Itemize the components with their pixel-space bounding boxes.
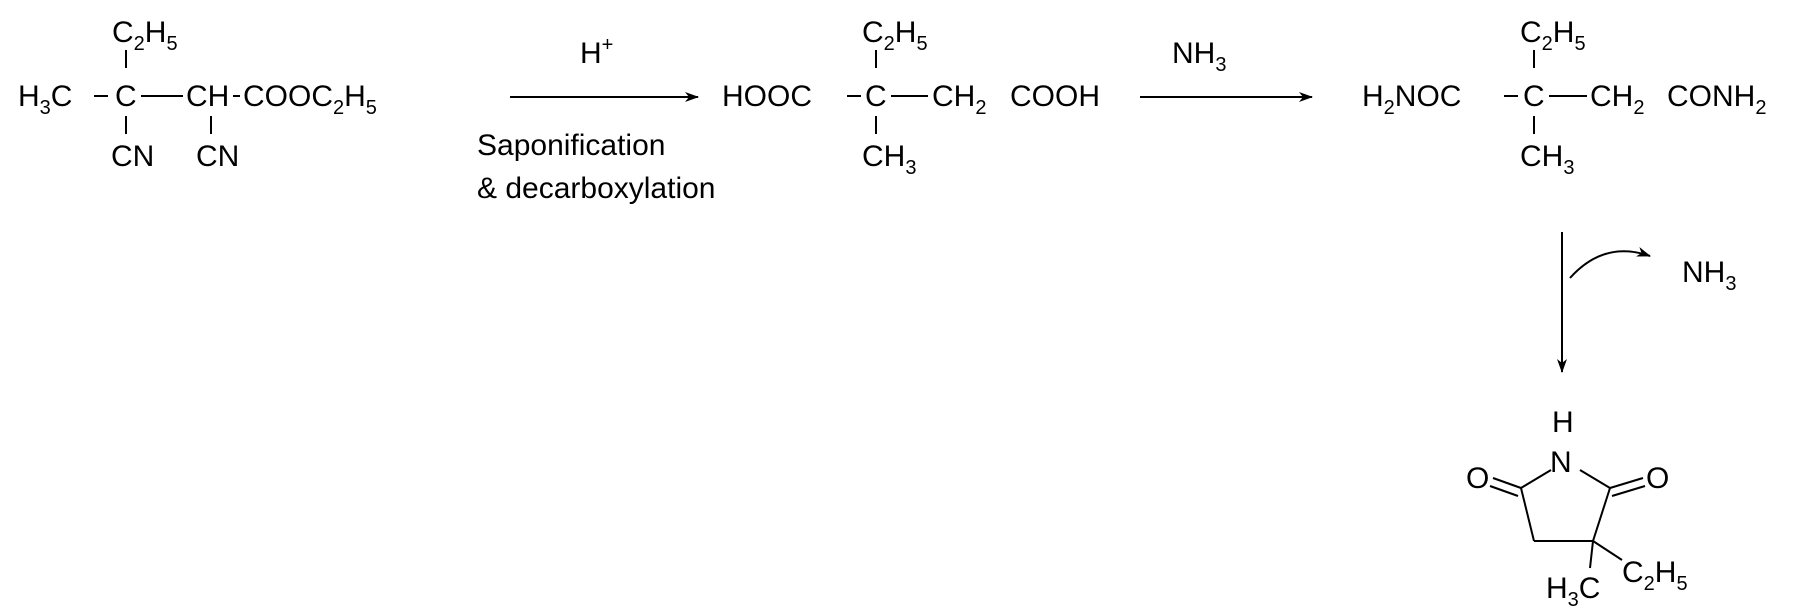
step3-elimination-arrow	[1569, 247, 1651, 279]
m4-nh-hydrogen: H	[1552, 406, 1574, 439]
m4-carbonyl-left-bond-1	[1492, 477, 1522, 489]
m4-bond-n-c2	[1520, 469, 1552, 489]
m4-carbonyl-right-bond-2	[1611, 485, 1646, 497]
step3-byproduct-ammonia: NH3	[1682, 256, 1736, 295]
step-1: H+ Saponification & decarboxylation	[477, 34, 715, 205]
m1-cyano-2: CN	[196, 140, 239, 173]
m1-quaternary-carbon: C	[115, 80, 137, 113]
m2-ethyl-group: C2H5	[862, 16, 928, 55]
m1-cyano-1: CN	[111, 140, 154, 173]
step1-condition-decarboxylation: & decarboxylation	[477, 172, 715, 205]
m4-carbonyl-oxygen-right: O	[1646, 462, 1669, 495]
m4-bond-c4-c5	[1592, 487, 1611, 542]
m1-ethyl-group: C2H5	[112, 16, 178, 55]
molecule-4-succinimide: H N O O C2H5 H3C	[1466, 406, 1688, 611]
m4-bond-ethyl	[1592, 540, 1623, 561]
m3-amide-left: H2NOC	[1362, 80, 1461, 119]
m3-ethyl-group: C2H5	[1520, 16, 1586, 55]
m3-amide-right: CONH2	[1667, 80, 1766, 119]
m2-carboxyl-left: HOOC	[722, 80, 812, 113]
m4-carbonyl-right-bond-1	[1609, 477, 1644, 489]
step1-reagent-acid: H+	[580, 34, 613, 70]
m4-ethyl-group: C2H5	[1622, 556, 1688, 595]
step1-condition-saponification: Saponification	[477, 129, 665, 162]
m3-methylene: CH2	[1590, 80, 1644, 119]
m4-nitrogen: N	[1550, 446, 1572, 479]
m2-methyl-group: CH3	[862, 140, 916, 179]
molecule-3-diamide: C2H5 H2NOC C CH2 CONH2 CH3	[1362, 16, 1766, 179]
m1-methyl-group: H3C	[18, 80, 72, 119]
m4-bond-n-c5	[1579, 469, 1611, 489]
m4-carbonyl-left-bond-2	[1489, 485, 1519, 497]
m2-carboxyl-right: COOH	[1010, 80, 1100, 113]
molecule-1-dicyano-ester: C2H5 H3C C CH COOC2H5 CN CN	[18, 16, 377, 173]
m3-quaternary-carbon: C	[1523, 80, 1545, 113]
m2-methylene: CH2	[932, 80, 986, 119]
m4-methyl-group: H3C	[1546, 572, 1600, 611]
m3-methyl-group: CH3	[1520, 140, 1574, 179]
step-3: NH3	[1557, 232, 1736, 373]
m2-quaternary-carbon: C	[865, 80, 887, 113]
m1-ester-group: COOC2H5	[243, 80, 377, 119]
step2-reagent-ammonia: NH3	[1172, 37, 1226, 76]
molecule-2-diacid: C2H5 HOOC C CH2 COOH CH3	[722, 16, 1100, 179]
step-2: NH3	[1140, 37, 1313, 102]
m4-bond-c2-c3	[1520, 487, 1535, 542]
m4-bond-methyl	[1589, 540, 1594, 569]
m1-ch-group: CH	[186, 80, 229, 113]
m4-carbonyl-oxygen-left: O	[1466, 462, 1489, 495]
